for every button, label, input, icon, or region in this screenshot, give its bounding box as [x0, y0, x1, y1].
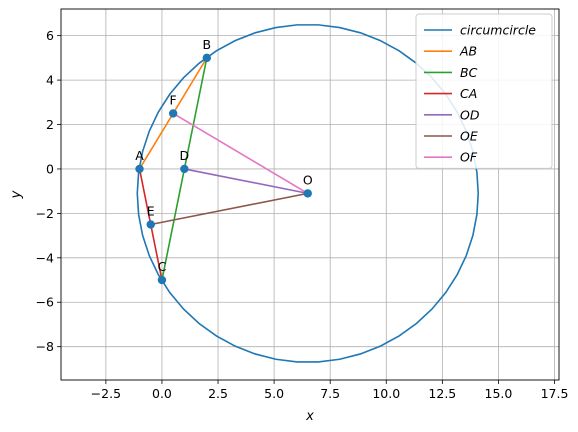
legend-box: [415, 13, 553, 169]
y-tick-label: −8: [36, 339, 54, 354]
point-label-b: B: [203, 37, 212, 52]
point-label-f: F: [170, 92, 177, 107]
x-tick-label: 17.5: [541, 386, 569, 401]
segment-of: [172, 112, 309, 195]
x-tick-label: 0.0: [152, 386, 172, 401]
plot-frame: [60, 8, 560, 381]
legend-entry: CA: [460, 86, 477, 101]
legend-entry: circumcircle: [460, 23, 536, 38]
x-tick-label: 10.0: [372, 386, 400, 401]
x-axis-label: x: [305, 409, 314, 424]
y-tick-label: 4: [46, 73, 54, 88]
point-e: [146, 220, 155, 229]
segment-oe: [150, 192, 308, 226]
point-label-d: D: [180, 148, 190, 163]
point-label-o: O: [303, 172, 313, 187]
point-label-a: A: [135, 148, 144, 163]
legend-entry: OE: [460, 129, 478, 144]
circumcircle-curve: [136, 24, 480, 363]
points-layer: A B C D E F O: [135, 37, 313, 285]
point-label-c: C: [158, 259, 167, 274]
x-tick-label: −2.5: [91, 386, 121, 401]
x-tick-label: 5.0: [264, 386, 284, 401]
legend-entry: OD: [460, 107, 480, 122]
legend-entry: BC: [460, 65, 478, 80]
ticks: −2.5 0.0 2.5 5.0 7.5 10.0 12.5 15.0 17.5 −8 −6 −4 −2…: [36, 28, 569, 401]
point-o: [303, 189, 312, 198]
x-tick-label: 12.5: [428, 386, 456, 401]
x-tick-label: 2.5: [208, 386, 228, 401]
x-tick-label: 15.0: [485, 386, 513, 401]
y-tick-label: −6: [36, 295, 54, 310]
point-b: [202, 53, 212, 63]
x-tick-label: 7.5: [320, 386, 340, 401]
point-label-e: E: [147, 203, 155, 218]
legend-entry: OF: [460, 150, 478, 165]
point-d: [180, 164, 189, 174]
y-tick-label: 2: [46, 117, 54, 132]
y-tick-label: 6: [46, 28, 54, 43]
segment-od: [184, 168, 308, 195]
y-axis-label: y: [9, 190, 24, 199]
point-a: [135, 164, 144, 174]
y-tick-label: 0: [46, 161, 54, 176]
y-tick-label: −4: [36, 250, 54, 265]
point-c: [157, 275, 167, 285]
y-tick-label: −2: [36, 206, 54, 221]
legend-entry: AB: [459, 44, 477, 59]
point-f: [168, 109, 178, 118]
series-layer: [136, 24, 480, 363]
